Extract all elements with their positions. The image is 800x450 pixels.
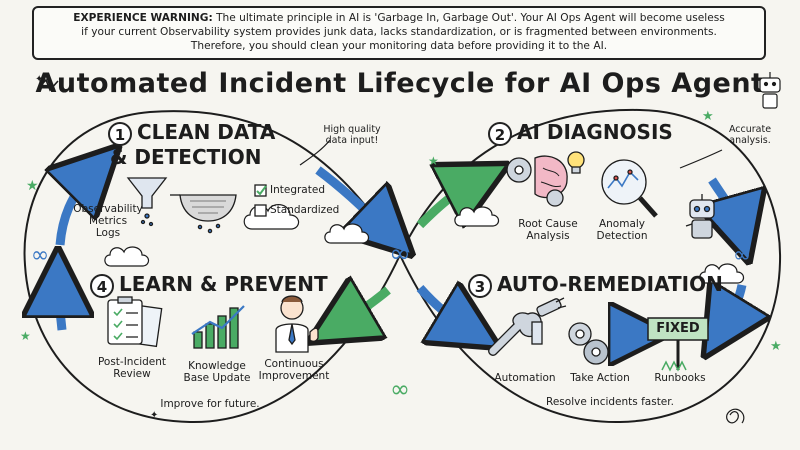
infinity-center: ∞ — [389, 239, 411, 269]
cloud-icon — [324, 223, 370, 244]
star-icon: ✦ — [150, 410, 158, 421]
funnel-icon — [126, 177, 168, 227]
label-knowledge-base-line1: Knowledge — [188, 360, 246, 372]
warning-line3: Therefore, you should clean your monitor… — [190, 40, 608, 52]
arrow-right-top — [712, 177, 740, 230]
fixed-sign-label: FIXED — [656, 321, 700, 336]
label-continuous-line1: Continuous — [264, 358, 324, 370]
label-take-action: Take Action — [570, 372, 630, 384]
arrow-left-down — [58, 282, 62, 331]
robot-agent-icon — [685, 194, 719, 239]
section-number-2: 2 — [488, 121, 512, 146]
arrow-clean-to-diagnosis — [315, 166, 388, 232]
star-icon: ★ — [428, 154, 439, 168]
section-number-4: 4 — [90, 273, 114, 298]
note-arrow-left — [299, 139, 331, 166]
section-diagnosis-title-text: AI DIAGNOSIS — [517, 120, 673, 144]
label-post-incident: Post-Incident Review — [92, 356, 172, 380]
growth-chart-icon — [191, 305, 245, 349]
section-remediation-title-text: AUTO-REMEDIATION — [497, 272, 723, 296]
label-root-cause-line2: Analysis — [526, 230, 570, 242]
warning-line1: The ultimate principle in AI is 'Garbage… — [216, 12, 725, 24]
label-knowledge-base-line2: Base Update — [183, 372, 251, 384]
section-clean-title-line2: & DETECTION — [110, 145, 262, 169]
cloud-icon — [699, 263, 745, 284]
infinity-bottom: ∞ — [390, 375, 410, 403]
right-loop-outline — [399, 108, 782, 424]
section-learn-title-text: LEARN & PREVENT — [119, 272, 328, 296]
label-integrated: Integrated — [270, 184, 325, 196]
label-runbooks: Runbooks — [654, 372, 706, 384]
label-continuous: Continuous Improvement — [254, 358, 334, 382]
footer-improve: Improve for future. — [160, 398, 260, 410]
star-icon: ★ — [770, 339, 782, 354]
arrow-left-up — [60, 170, 95, 246]
label-anomaly-line1: Anomaly — [598, 218, 646, 230]
infinity-left: ∞ — [31, 243, 49, 268]
label-post-incident-line2: Review — [113, 368, 151, 380]
note-accurate-line1: Accurate — [728, 124, 772, 135]
checkbox-standardized-icon — [254, 204, 267, 217]
warning-line2: if your current Observability system pro… — [81, 26, 717, 38]
section-number-1: 1 — [108, 121, 132, 146]
label-automation: Automation — [494, 372, 556, 384]
label-anomaly-line2: Detection — [596, 230, 648, 242]
note-high-quality-line2: data input! — [325, 135, 379, 146]
robot-arm-icon — [531, 297, 567, 345]
infinity-right: ∞ — [733, 243, 751, 268]
label-observability: Observability Metrics Logs — [70, 203, 146, 239]
clipboard-icon — [107, 296, 163, 348]
label-standardized: Standardized — [270, 204, 340, 216]
star-icon: ★ — [26, 178, 39, 194]
label-knowledge-base: Knowledge Base Update — [176, 360, 258, 384]
cloud-icon — [454, 206, 500, 227]
label-root-cause: Root Cause Analysis — [508, 218, 588, 242]
scribble-doodle — [37, 78, 59, 92]
label-root-cause-line1: Root Cause — [518, 218, 578, 230]
note-accurate: Accurate analysis. — [720, 124, 780, 146]
note-high-quality: High quality data input! — [312, 124, 392, 146]
lightbulb-icon — [567, 151, 585, 174]
sieve-icon — [170, 194, 237, 234]
brain-gears-icon — [506, 155, 568, 207]
label-continuous-line2: Improvement — [258, 370, 330, 382]
swirl-doodle — [726, 408, 745, 424]
label-observability-line: Observability — [73, 203, 143, 215]
label-logs: Logs — [95, 227, 121, 239]
footer-resolve: Resolve incidents faster. — [546, 396, 674, 408]
warning-box: EXPERIENCE WARNING: The ultimate princip… — [32, 6, 766, 60]
fixed-sign-icon — [647, 317, 709, 372]
person-thumbs-up-icon — [275, 295, 319, 353]
magnifier-chart-icon — [601, 159, 658, 218]
note-high-quality-line1: High quality — [323, 124, 381, 135]
section-number-3: 3 — [468, 273, 492, 298]
star-icon: ✦ — [35, 74, 43, 85]
cloud-icon — [104, 246, 150, 267]
note-accurate-line2: analysis. — [729, 135, 771, 146]
section-clean-title-line1: CLEAN DATA — [137, 120, 276, 144]
label-anomaly: Anomaly Detection — [590, 218, 654, 242]
star-icon: ★ — [702, 109, 714, 124]
arrow-green-down — [338, 290, 391, 325]
arrow-green-up — [416, 180, 478, 225]
warning-lead: EXPERIENCE WARNING: — [73, 12, 213, 24]
page-title: Automated Incident Lifecycle for AI Ops … — [35, 68, 765, 99]
star-icon: ★ — [20, 329, 31, 343]
label-metrics: Metrics — [88, 215, 128, 227]
robot-icon — [759, 72, 781, 109]
arrow-right-bottom — [722, 285, 742, 328]
note-arrow-right — [679, 149, 723, 169]
gears-icon — [568, 322, 609, 365]
arrow-to-remediation — [416, 288, 470, 330]
label-post-incident-line1: Post-Incident — [97, 356, 167, 368]
checkbox-integrated-icon — [254, 184, 267, 197]
